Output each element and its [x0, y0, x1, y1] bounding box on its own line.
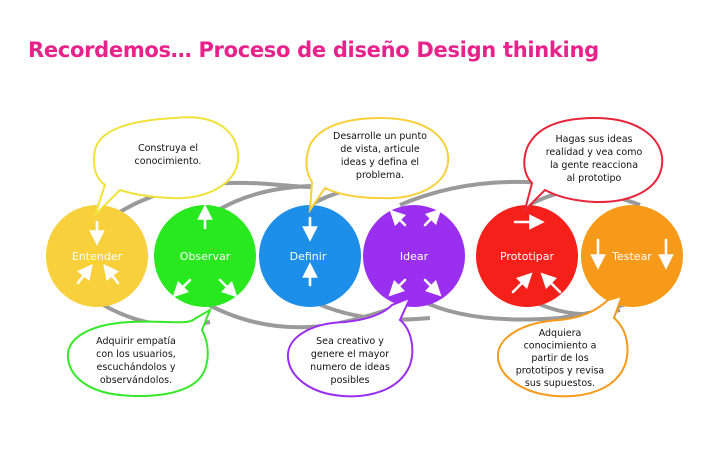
bubble-line: Construya el — [138, 143, 198, 154]
bubble-line: posibles — [331, 375, 370, 386]
bubble-line: observándolos. — [100, 375, 172, 386]
bubble-line: Sea creativo y — [316, 336, 384, 347]
observar-arrows-icon — [172, 204, 238, 298]
stage-label-testear: Testear — [611, 250, 652, 263]
bubble-line: conocimiento. — [135, 156, 202, 167]
idear-arrows-icon — [388, 208, 442, 297]
stage-label-entender: Entender — [72, 250, 123, 263]
bubble-idear-bottom — [286, 296, 414, 398]
stage-circle-definir — [259, 205, 361, 307]
bubble-line: sus supuestos. — [525, 378, 595, 389]
bubble-line: realidad y vea como — [546, 147, 643, 158]
bubble-line: conocimiento a — [524, 341, 597, 352]
stage-label-prototipar: Prototipar — [500, 250, 555, 263]
stage-circle-entender — [46, 205, 148, 307]
bubble-line: partir de los — [531, 353, 588, 364]
bubble-testear-bottom — [496, 294, 629, 398]
bubble-observar-top — [92, 116, 240, 216]
bubble-prototipar-top — [523, 116, 664, 214]
prototipar-arrows-icon — [511, 214, 562, 294]
bubble-line: con los usuarios, — [96, 349, 176, 360]
bubble-text-definir-top: Desarrolle un punto de vista, articule ide… — [333, 131, 427, 181]
stage-label-idear: Idear — [400, 250, 429, 263]
stage-label-observar: Observar — [180, 250, 231, 263]
bubble-line: numero de ideas — [310, 362, 390, 373]
bubble-line: Hagas sus ideas — [555, 134, 632, 145]
bubble-line: prototipos y revisa — [516, 366, 604, 377]
bubble-line: la gente reacciona — [550, 160, 638, 171]
bubble-line: ideas y defina el — [341, 157, 419, 168]
testear-arrows-icon — [590, 238, 674, 270]
bubble-line: genere el mayor — [311, 349, 389, 360]
bubble-line: problema. — [356, 170, 404, 181]
bubble-line: Adquiera — [539, 328, 582, 339]
bubble-text-idear-bottom: Sea creativo y genere el mayor numero de i… — [310, 336, 390, 386]
bubble-line: escuchándolos y — [96, 362, 175, 373]
bubble-line: de vista, articule — [340, 144, 420, 155]
entender-arrows-icon — [76, 220, 120, 285]
bubble-text-entender-bottom: Adquirir empatía con los usuarios, escuchá… — [96, 336, 176, 386]
bubble-line: al prototipo — [567, 173, 622, 184]
stage-circle-testear — [581, 205, 683, 307]
bubble-line: Desarrolle un punto — [333, 131, 427, 142]
bubble-line: Adquirir empatía — [96, 336, 176, 347]
page-title: Recordemos… Proceso de diseño Design thi… — [28, 38, 599, 62]
bubble-entender-bottom — [66, 307, 212, 398]
bubble-text-observar-top: Construya el conocimiento. — [135, 143, 202, 167]
bubble-definir-top — [305, 116, 450, 214]
bubble-text-prototipar-top: Hagas sus ideas realidad y vea como la gen… — [546, 134, 643, 184]
stage-label-definir: Definir — [290, 250, 327, 263]
